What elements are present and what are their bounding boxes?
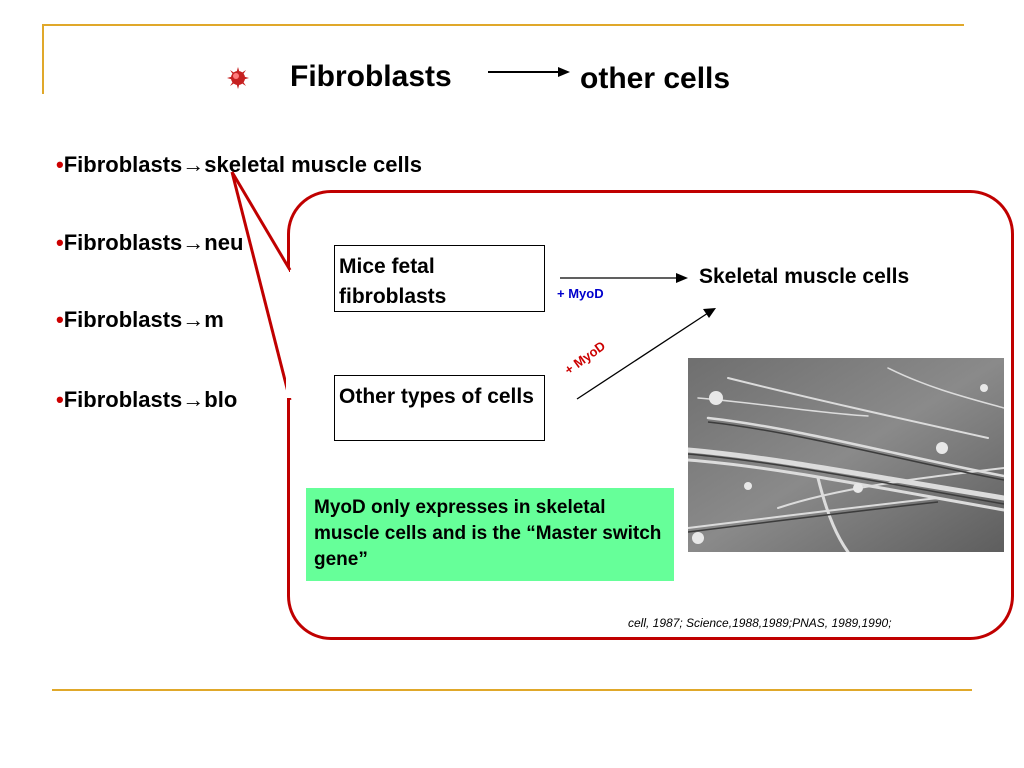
bullet-text: Fibroblasts→neu xyxy=(63,230,244,255)
title-arrow xyxy=(488,67,570,77)
title-right: other cells xyxy=(580,62,731,95)
bullet-text: Fibroblasts→blo xyxy=(63,387,238,412)
bullet-marker: • xyxy=(56,230,64,255)
mice-fetal-fibroblasts-box: Mice fetal fibroblasts xyxy=(334,245,545,312)
arrow-fibroblasts-to-muscle xyxy=(560,273,688,283)
title-icon xyxy=(226,66,250,90)
title-left: Fibroblasts xyxy=(290,60,452,93)
citation: cell, 1987; Science,1988,1989;PNAS, 1989… xyxy=(628,616,892,630)
bullet-marker: • xyxy=(56,307,64,332)
bullet-text: Fibroblasts→m xyxy=(63,307,224,332)
bullet-item-2: •Fibroblasts→neu xyxy=(56,230,243,256)
myod-label-1: + MyoD xyxy=(557,286,604,301)
other-cell-types-box: Other types of cells xyxy=(334,375,545,441)
top-rule xyxy=(42,24,964,26)
muscle-cell-micrograph xyxy=(688,358,1004,552)
bullet-item-3: •Fibroblasts→m xyxy=(56,307,224,333)
bullet-marker: • xyxy=(56,152,64,177)
bullet-item-1: •Fibroblasts→skeletal muscle cells xyxy=(56,152,422,178)
bullet-marker: • xyxy=(56,387,64,412)
arrow-other-to-muscle xyxy=(576,308,716,400)
red-starburst-icon xyxy=(227,67,249,89)
master-switch-note: MyoD only expresses in skeletal muscle c… xyxy=(306,488,674,581)
bullet-text: Fibroblasts→skeletal muscle cells xyxy=(63,152,422,177)
bottom-rule xyxy=(52,689,972,691)
target-label: Skeletal muscle cells xyxy=(699,265,910,288)
bullet-item-4: •Fibroblasts→blo xyxy=(56,387,237,413)
left-rule xyxy=(42,24,44,94)
